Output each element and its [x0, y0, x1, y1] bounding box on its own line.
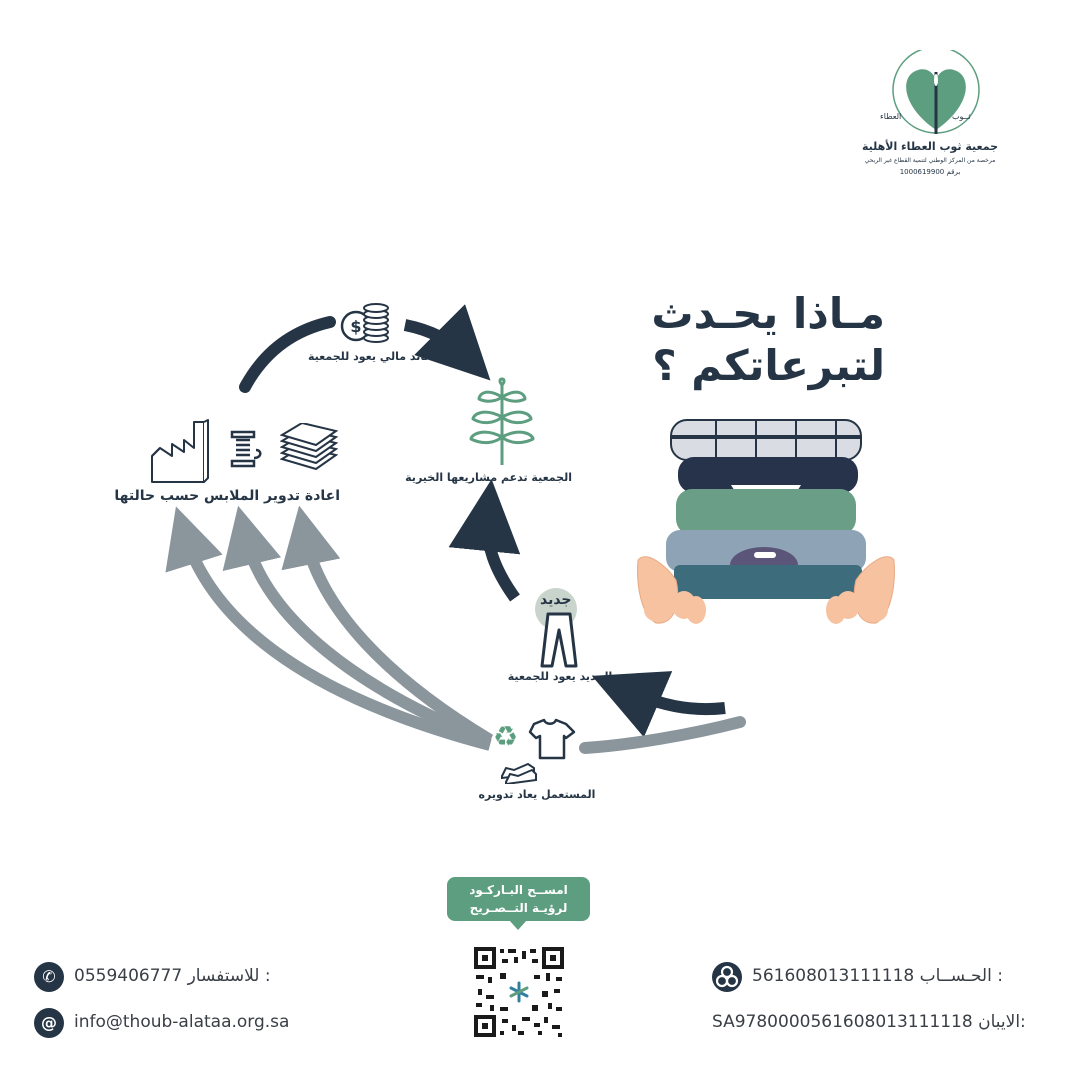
logo-subtitle: مرخصة من المركز الوطني لتنمية القطاع غير… [864, 157, 996, 164]
plant-icon [465, 375, 540, 469]
phone-number[interactable]: 0559406777 [74, 966, 183, 986]
svg-text:$: $ [350, 317, 361, 336]
logo-emblem-text-right: ثــوب [952, 112, 971, 121]
label-charity-support: الجمعية تدعم مشاريعها الخيرية [405, 471, 572, 484]
arrow-used-to-recycle-2 [222, 505, 493, 748]
arrow-new-to-charity [448, 479, 521, 602]
qr-instruction-bubble: امســح البـاركـود لرؤيـة التــصـريح [447, 877, 590, 930]
headline-line-2: لتبرعاتكم ؟ [652, 341, 885, 390]
arrow-donation-to-new [591, 671, 726, 738]
fabric-stack-icon [279, 421, 339, 475]
donated-clothes-illustration [636, 415, 896, 639]
page-title: مـاذا يحـدث لتبرعاتكم ؟ [585, 288, 885, 392]
coins-icon: $ [336, 298, 396, 350]
qr-code[interactable] [472, 945, 566, 1043]
headline-line-1: مـاذا يحـدث [651, 289, 885, 338]
arrow-used-to-recycle-1 [165, 506, 492, 751]
iban-number[interactable]: SA9780000561608013111118 [712, 1012, 973, 1032]
logo-name: جمعية ثوب العطاء الأهلية [861, 140, 999, 153]
label-financial-return: عائد مالي يعود للجمعية [308, 350, 432, 363]
arrow-recycle-to-money [239, 316, 336, 393]
logo-emblem-text-left: العطاء [880, 112, 902, 121]
label-used-recycled: المستعمل يعاد تدويره [478, 788, 596, 801]
tshirt-icon [528, 718, 578, 764]
account-row: 561608013111118 الحـســاب : [752, 966, 1003, 986]
email-address[interactable]: info@thoub-alataa.org.sa [74, 1012, 290, 1032]
qr-instruction-line-1: امســح البـاركـود [469, 883, 568, 897]
phone-icon: ✆ [34, 962, 64, 992]
logo-registration: برقم 1000619900 [899, 168, 961, 176]
phone-row: 0559406777 للاستفسار : [74, 966, 271, 986]
iban-row: SA9780000561608013111118 الايبان: [712, 1012, 1026, 1032]
qr-instruction-line-2: لرؤيـة التــصـريح [469, 901, 568, 915]
arrow-donation-to-used [579, 716, 746, 754]
arrow-used-to-recycle-3 [281, 505, 494, 746]
spool-icon [228, 430, 264, 472]
label-recycling: اعادة تدوير الملابس حسب حالتها [114, 488, 340, 504]
label-new-returns: الجديد يعود للجمعية [507, 670, 613, 683]
iban-label: الايبان: [978, 1012, 1026, 1032]
arrow-money-to-charity [403, 304, 491, 381]
account-label: الحـســاب : [919, 966, 1003, 986]
shoes-icon [500, 756, 538, 788]
phone-label: للاستفسار : [187, 966, 271, 986]
new-badge: جديد [540, 592, 572, 608]
pants-icon [538, 612, 580, 672]
bank-logo-icon [712, 962, 742, 992]
recycle-icon: ♻ [493, 720, 519, 753]
factory-icon [148, 418, 210, 488]
email-icon: @ [34, 1008, 64, 1038]
account-number[interactable]: 561608013111118 [752, 966, 915, 986]
